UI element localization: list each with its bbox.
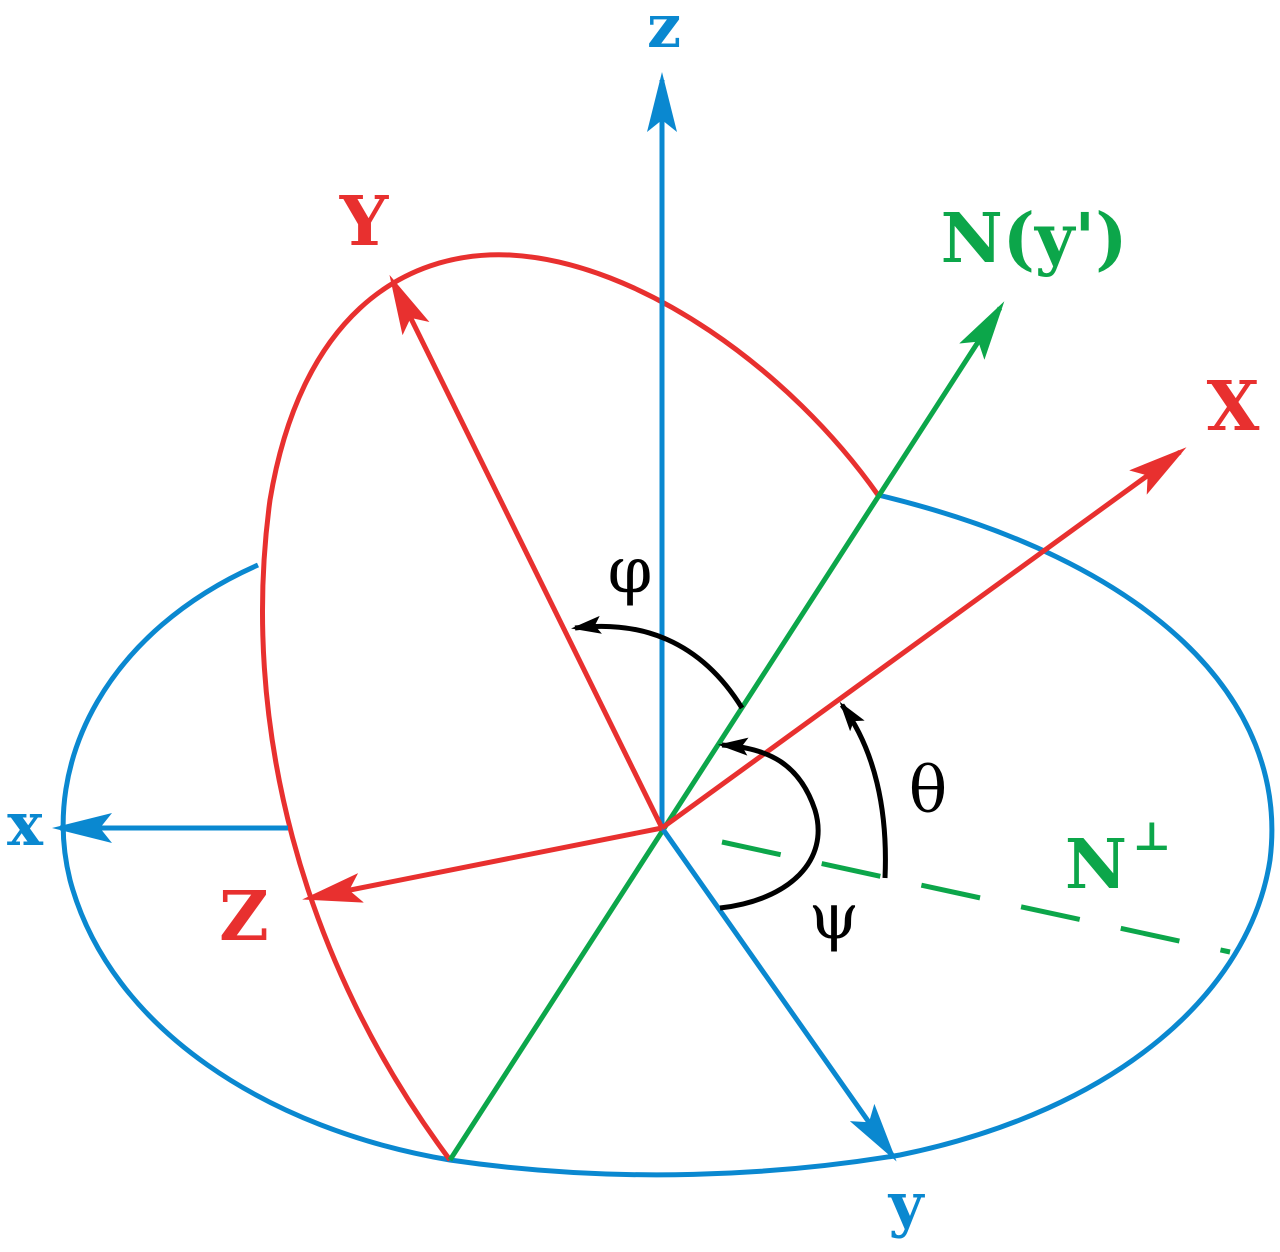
node-perp-label: N — [1065, 825, 1127, 905]
rotated-Z-label: Z — [219, 877, 269, 957]
node-line — [447, 301, 1005, 1162]
rotated-Y-axis — [389, 274, 665, 830]
psi-angle-arc — [718, 737, 821, 911]
fixed-z-label: z — [647, 0, 681, 62]
rotated-X-axis — [660, 447, 1187, 831]
theta-label: θ — [909, 754, 948, 828]
rotated-X-label: X — [1207, 367, 1260, 447]
fixed-x-label: x — [7, 790, 44, 860]
node-perp-base: N — [1065, 825, 1127, 905]
fixed-y-axis — [659, 826, 897, 1162]
phi-angle-arc — [571, 615, 745, 710]
fixed-y-label: y — [888, 1170, 926, 1240]
rotated-Z-axis — [302, 825, 663, 903]
node-line-label: N(y') — [941, 199, 1128, 279]
rotated-Y-label: Y — [339, 182, 390, 262]
fixed-plane-ellipse — [60, 492, 1275, 1178]
rotated-plane-ellipse — [260, 252, 881, 1162]
phi-label: φ — [608, 534, 653, 608]
node-perp-superscript: ⊥ — [1133, 813, 1171, 860]
node-perp-line — [721, 839, 1231, 955]
psi-label: ψ — [809, 880, 859, 954]
theta-angle-arc — [839, 701, 888, 879]
